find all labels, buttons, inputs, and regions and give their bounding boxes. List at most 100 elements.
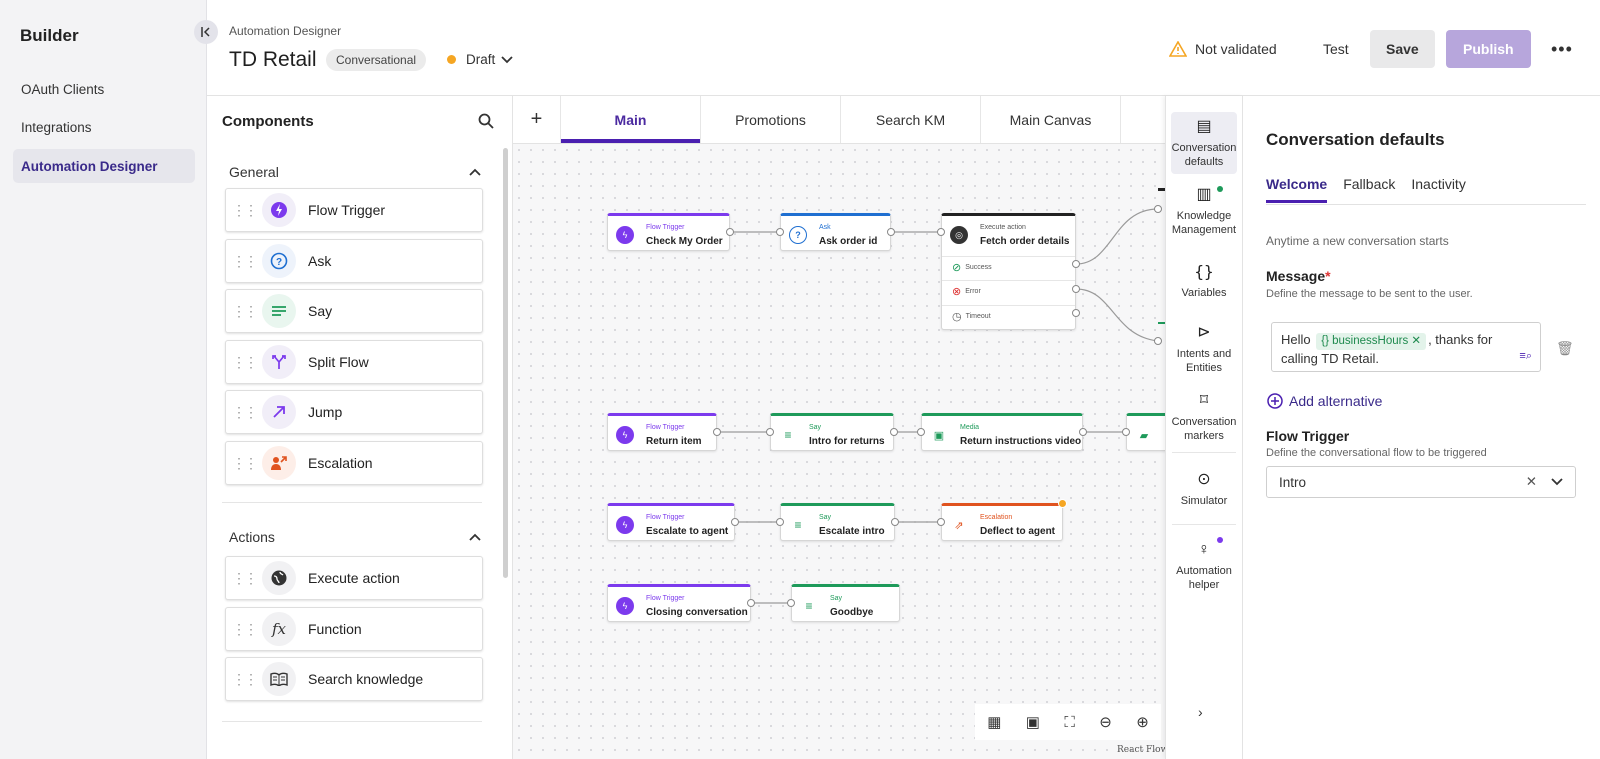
component-search-knowledge[interactable]: ⋮⋮ Search knowledge [225, 657, 483, 701]
node-handle[interactable] [1122, 428, 1130, 436]
drag-handle-icon[interactable]: ⋮⋮ [232, 403, 258, 420]
flow-node-offscreen[interactable]: ▰ [1126, 413, 1169, 451]
rail-knowledge-management[interactable]: ▥ Knowledge Management [1171, 186, 1237, 237]
flow-node-execute-action[interactable]: ◎ Execute action Fetch order details ⊘Su… [941, 213, 1076, 330]
flow-node-escalation[interactable]: ⇗ Escalation Deflect to agent [941, 503, 1063, 541]
drag-handle-icon[interactable]: ⋮⋮ [232, 252, 258, 269]
drag-handle-icon[interactable]: ⋮⋮ [232, 353, 258, 370]
node-handle[interactable] [787, 599, 795, 607]
close-icon[interactable]: ✕ [1411, 335, 1422, 347]
save-button[interactable]: Save [1370, 30, 1435, 68]
node-handle[interactable] [776, 518, 784, 526]
more-options-icon[interactable]: ••• [1551, 38, 1573, 59]
rail-conversation-markers[interactable]: ⌑ Conversation markers [1171, 392, 1237, 443]
status-dropdown[interactable]: Draft [447, 52, 513, 67]
component-split-flow[interactable]: ⋮⋮ Split Flow [225, 340, 483, 384]
flow-node-media[interactable]: ▣ Media Return instructions video [921, 413, 1083, 451]
clear-icon[interactable]: ✕ [1525, 474, 1537, 489]
component-flow-trigger[interactable]: ⋮⋮ Flow Trigger [225, 188, 483, 232]
node-type: Flow Trigger [646, 424, 685, 431]
test-button[interactable]: Test [1323, 41, 1349, 57]
node-handle[interactable] [747, 599, 755, 607]
tab-search-km[interactable]: Search KM [841, 96, 981, 143]
node-handle[interactable] [1072, 260, 1080, 268]
node-handle[interactable] [726, 228, 734, 236]
breadcrumb[interactable]: Automation Designer [229, 24, 342, 38]
search-variable-icon[interactable]: ≡⌕ [1519, 350, 1532, 362]
flow-node-say[interactable]: ≡ Say Intro for returns [770, 413, 894, 451]
node-handle[interactable] [766, 428, 774, 436]
sidebar-item-oauth-clients[interactable]: OAuth Clients [21, 81, 105, 97]
drag-handle-icon[interactable]: ⋮⋮ [232, 620, 258, 637]
canvas-tabs: + Main Promotions Search KM Main Canvas [513, 96, 1169, 144]
minimap-icon[interactable]: ▣ [1025, 714, 1040, 731]
drag-handle-icon[interactable]: ⋮⋮ [232, 302, 258, 319]
node-handle[interactable] [937, 228, 945, 236]
component-say[interactable]: ⋮⋮ Say [225, 289, 483, 333]
rail-variables[interactable]: {} Variables [1171, 261, 1237, 300]
drag-handle-icon[interactable]: ⋮⋮ [232, 201, 258, 218]
tab-main-canvas[interactable]: Main Canvas [981, 96, 1121, 143]
zoom-in-icon[interactable]: ⊕ [1136, 714, 1149, 731]
tab-inactivity[interactable]: Inactivity [1411, 176, 1466, 192]
search-icon[interactable] [478, 113, 494, 129]
fit-view-icon[interactable]: ⛶ [1064, 713, 1075, 731]
component-jump[interactable]: ⋮⋮ Jump [225, 390, 483, 434]
flow-node-flow-trigger[interactable]: ϟ Flow Trigger Escalate to agent [607, 503, 735, 541]
section-general[interactable]: General [229, 160, 481, 184]
node-handle[interactable] [917, 428, 925, 436]
node-handle[interactable] [713, 428, 721, 436]
tab-welcome[interactable]: Welcome [1266, 176, 1328, 203]
zoom-out-icon[interactable]: ⊖ [1099, 714, 1112, 731]
rail-intents-and-entities[interactable]: ⊳ Intents and Entities [1171, 322, 1237, 376]
component-escalation[interactable]: ⋮⋮ Escalation [225, 441, 483, 485]
node-handle[interactable] [887, 228, 895, 236]
flow-node-flow-trigger[interactable]: ϟ Flow Trigger Check My Order [607, 213, 730, 251]
rail-automation-helper[interactable]: ♀ Automation helper [1171, 539, 1237, 593]
component-function[interactable]: ⋮⋮ fx Function [225, 607, 483, 651]
flow-trigger-select[interactable]: Intro ✕ [1266, 466, 1576, 498]
node-handle[interactable] [937, 518, 945, 526]
component-execute-action[interactable]: ⋮⋮ Execute action [225, 556, 483, 600]
tab-fallback[interactable]: Fallback [1343, 176, 1396, 192]
drag-handle-icon[interactable]: ⋮⋮ [232, 670, 258, 687]
add-tab-button[interactable]: + [513, 96, 561, 143]
drag-handle-icon[interactable]: ⋮⋮ [232, 454, 258, 471]
node-handle[interactable] [1154, 337, 1162, 345]
node-handle[interactable] [1072, 285, 1080, 293]
flow-node-say[interactable]: ≡ Say Escalate intro [780, 503, 895, 541]
chat-icon: ▰ [1139, 429, 1149, 442]
flow-node-say[interactable]: ≡ Say Goodbye [791, 584, 900, 622]
chevron-right-icon[interactable]: › [1198, 704, 1203, 720]
node-handle[interactable] [776, 228, 784, 236]
sidebar-item-integrations[interactable]: Integrations [21, 119, 92, 135]
node-handle[interactable] [1154, 205, 1162, 213]
rail-conversation-defaults[interactable]: ▤ Conversation defaults [1171, 112, 1237, 175]
add-alternative-button[interactable]: Add alternative [1267, 393, 1382, 409]
react-flow-attribution[interactable]: React Flow [1117, 745, 1169, 755]
node-handle[interactable] [891, 518, 899, 526]
rail-simulator[interactable]: ⊙ Simulator [1171, 469, 1237, 508]
calendar-icon[interactable]: ▦ [987, 714, 1002, 731]
variable-chip[interactable]: {} businessHours ✕ [1316, 333, 1427, 350]
flow-node-flow-trigger[interactable]: ϟ Flow Trigger Return item [607, 413, 717, 451]
publish-button[interactable]: Publish [1446, 30, 1531, 68]
message-field[interactable]: Hello {} businessHours ✕, thanks for cal… [1271, 322, 1541, 372]
flow-node-ask[interactable]: ? Ask Ask order id [780, 213, 891, 251]
flow-node-flow-trigger[interactable]: ϟ Flow Trigger Closing conversation [607, 584, 751, 622]
delete-icon[interactable]: 🗑 [1556, 340, 1574, 356]
sidebar-item-automation-designer[interactable]: Automation Designer [13, 149, 195, 183]
tab-promotions[interactable]: Promotions [701, 96, 841, 143]
node-handle[interactable] [1079, 428, 1087, 436]
node-handle[interactable] [890, 428, 898, 436]
component-ask[interactable]: ⋮⋮ ? Ask [225, 239, 483, 283]
node-handle[interactable] [1072, 309, 1080, 317]
collapse-sidebar-button[interactable] [194, 20, 218, 44]
tab-main[interactable]: Main [561, 96, 701, 143]
node-handle[interactable] [731, 518, 739, 526]
components-scrollbar[interactable] [503, 148, 508, 578]
section-actions[interactable]: Actions [229, 525, 481, 549]
divider [222, 502, 482, 503]
drag-handle-icon[interactable]: ⋮⋮ [232, 569, 258, 586]
flow-canvas[interactable]: ϟ Flow Trigger Check My Order ? Ask Ask … [513, 96, 1169, 759]
